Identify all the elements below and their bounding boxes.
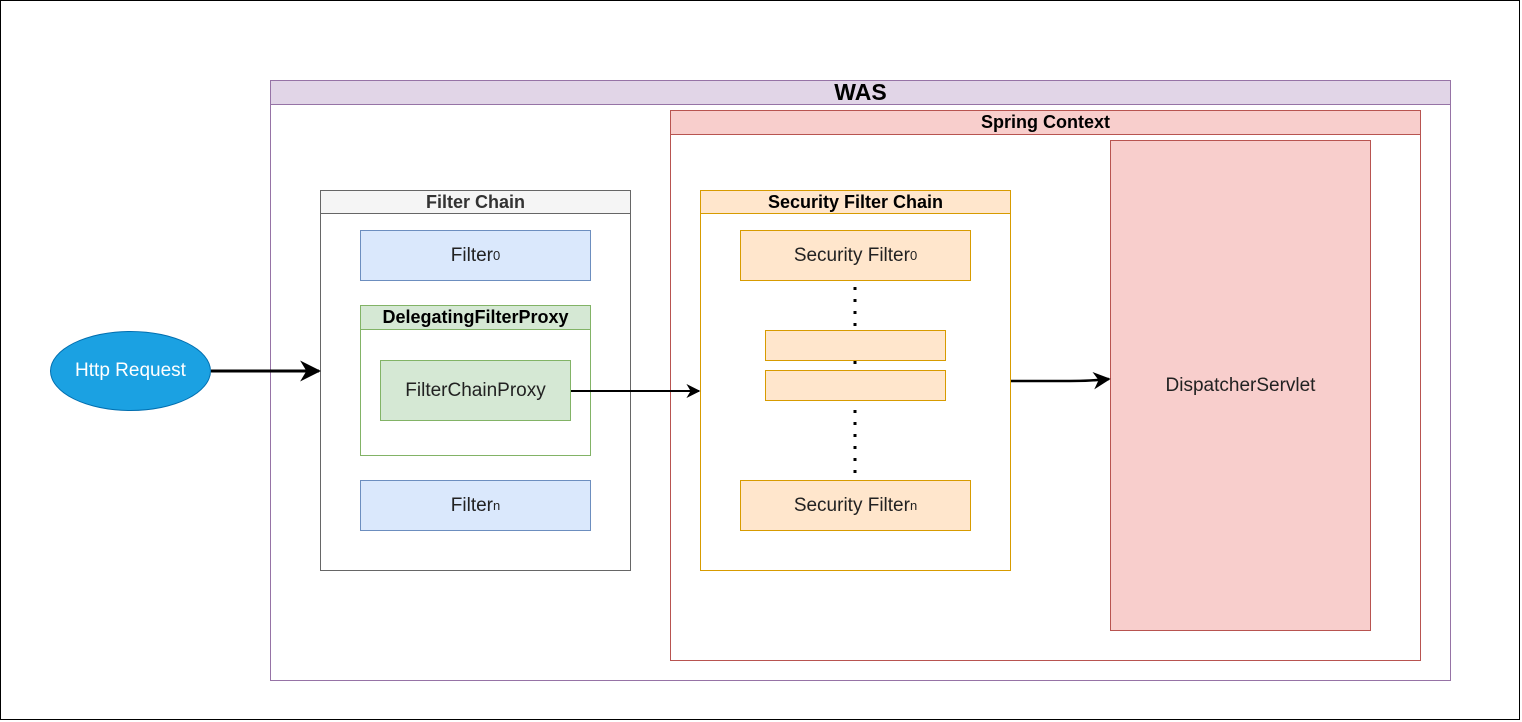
arrow-security-chain-to-dispatcher [1011, 371, 1111, 390]
filter-chain-header: Filter Chain [321, 191, 630, 214]
security-filter-middle-box [765, 370, 946, 401]
security-filter-middle-box [765, 330, 946, 361]
dispatcher-servlet-label: DispatcherServlet [1165, 374, 1316, 396]
delegating-filter-proxy-container: DelegatingFilterProxy [360, 305, 591, 456]
was-title: WAS [834, 79, 887, 105]
was-container: WAS [270, 79, 1451, 681]
was-header: WAS [271, 79, 1450, 105]
spring-context-header: Spring Context [671, 111, 1420, 135]
http-request-node: Http Request [50, 331, 211, 411]
spring-context-container: Spring Context [670, 110, 1421, 661]
filter-n-name: Filter [450, 494, 493, 516]
filter-chain-proxy-box: FilterChainProxy [380, 360, 571, 421]
security-filter-chain-header: Security Filter Chain [701, 191, 1010, 214]
delegating-filter-proxy-title: DelegatingFilterProxy [382, 307, 569, 327]
delegating-filter-proxy-header: DelegatingFilterProxy [361, 306, 590, 330]
http-request-label: Http Request [75, 360, 186, 381]
filter-0-name: Filter [450, 244, 493, 266]
security-filter-chain-container: Security Filter Chain [700, 190, 1011, 571]
spring-context-title: Spring Context [981, 112, 1110, 132]
dispatcher-servlet-box: DispatcherServlet [1110, 140, 1371, 631]
security-filter-0-name: Security Filter [793, 244, 910, 266]
filter-chain-title: Filter Chain [425, 191, 525, 212]
security-filter-n-name: Security Filter [793, 494, 910, 516]
security-filter-chain-title: Security Filter Chain [767, 191, 944, 212]
filter-chain-proxy-label: FilterChainProxy [405, 379, 546, 401]
